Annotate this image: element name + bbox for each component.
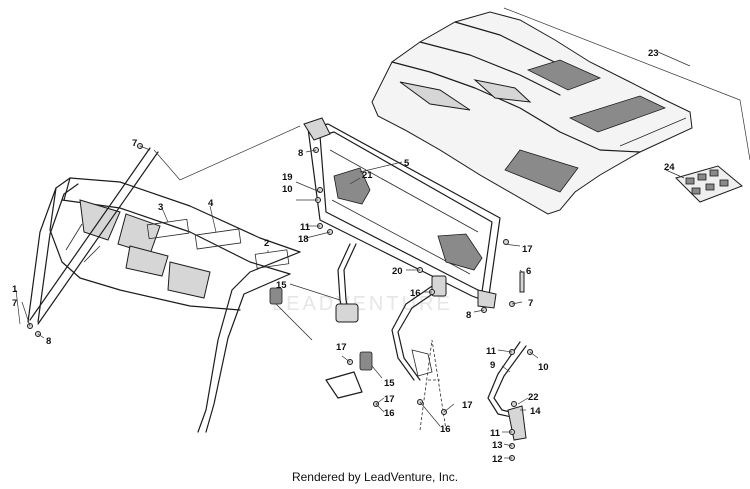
seat-belt-right bbox=[359, 275, 447, 381]
callout-7-top: 7 bbox=[132, 138, 137, 149]
decal-3 bbox=[146, 218, 190, 240]
roll-cage bbox=[27, 147, 301, 433]
callout-11-bottom: 11 bbox=[490, 428, 501, 439]
seat-belt-left bbox=[269, 243, 359, 341]
callout-17-bottom: 17 bbox=[462, 400, 473, 411]
callout-24: 24 bbox=[664, 162, 675, 173]
callout-23: 23 bbox=[648, 48, 659, 59]
callout-5: 5 bbox=[404, 158, 410, 169]
callout-20: 20 bbox=[392, 266, 403, 277]
callout-9: 9 bbox=[490, 360, 495, 371]
callout-17-mid: 17 bbox=[384, 394, 395, 405]
latch-bracket bbox=[325, 371, 363, 399]
part-21 bbox=[333, 167, 371, 205]
callout-10-right: 10 bbox=[538, 362, 549, 373]
callout-15-left: 15 bbox=[276, 280, 287, 291]
callout-11-mid: 11 bbox=[486, 346, 497, 357]
decal-4 bbox=[194, 228, 242, 250]
callout-18: 18 bbox=[298, 234, 309, 245]
callout-17-right: 17 bbox=[522, 244, 533, 255]
callout-8-top: 8 bbox=[298, 148, 303, 159]
footer-credit: Rendered by LeadVenture, Inc. bbox=[291, 470, 459, 484]
callout-16-mid: 16 bbox=[410, 288, 421, 299]
callout-4: 4 bbox=[208, 198, 214, 209]
decal-2 bbox=[254, 249, 290, 269]
callout-21: 21 bbox=[362, 170, 373, 181]
callout-6: 6 bbox=[526, 266, 531, 277]
callout-8-right: 8 bbox=[466, 310, 471, 321]
callout-11-top: 11 bbox=[300, 222, 311, 233]
bracket-14 bbox=[507, 405, 527, 441]
callout-7-right: 7 bbox=[528, 298, 533, 309]
callout-10-top: 10 bbox=[282, 184, 293, 195]
callout-22: 22 bbox=[528, 392, 539, 403]
callout-8-left: 8 bbox=[46, 336, 51, 347]
support-legs bbox=[419, 339, 447, 431]
callout-19: 19 bbox=[282, 172, 293, 183]
panel-pad bbox=[437, 233, 483, 271]
callout-1: 1 bbox=[12, 284, 18, 295]
watermark-text: LEADVENTURE bbox=[272, 293, 453, 315]
leader-lines bbox=[15, 7, 750, 459]
callout-15-right: 15 bbox=[384, 378, 395, 389]
callout-12: 12 bbox=[492, 454, 503, 465]
callout-14: 14 bbox=[530, 406, 541, 417]
rear-panel-frame bbox=[303, 117, 501, 309]
callout-2: 2 bbox=[264, 238, 269, 249]
callout-16-left: 16 bbox=[384, 408, 395, 419]
callout-7-left: 7 bbox=[12, 298, 17, 309]
bar-6 bbox=[519, 271, 525, 293]
callout-17-left: 17 bbox=[336, 342, 347, 353]
bracket-kit bbox=[675, 165, 743, 203]
callout-13: 13 bbox=[492, 440, 503, 451]
roof-panel bbox=[371, 11, 693, 215]
callout-3: 3 bbox=[158, 202, 163, 213]
callout-16-bottom: 16 bbox=[440, 424, 451, 435]
handle-9 bbox=[487, 341, 521, 419]
